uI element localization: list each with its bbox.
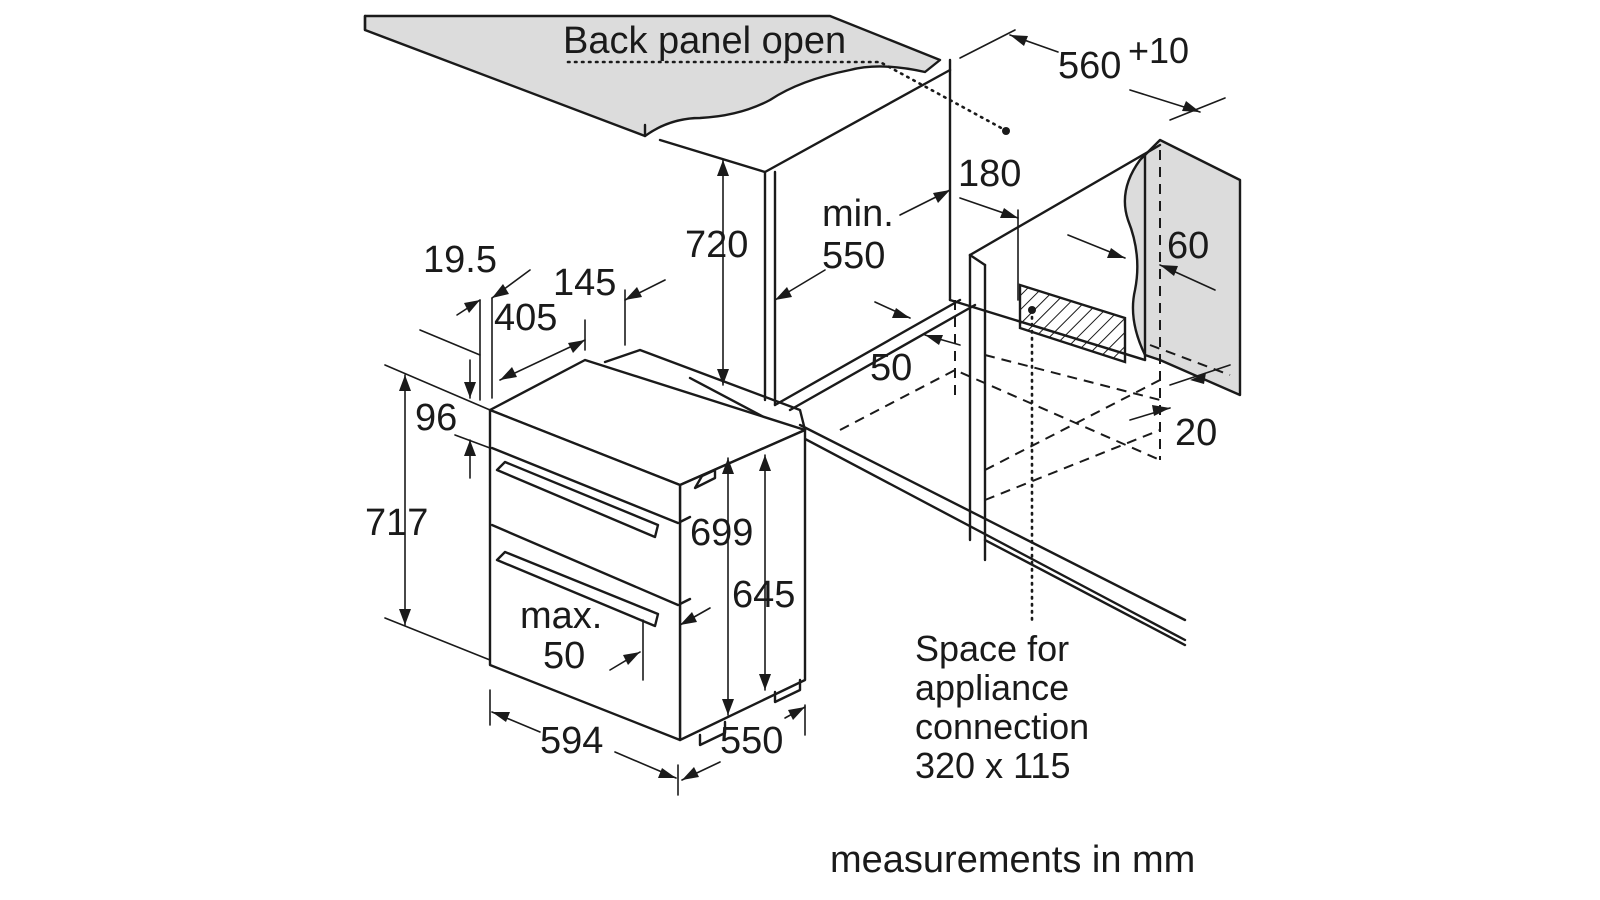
dim-50-bottom-label: 50: [870, 347, 912, 389]
dim-550-depth-label: 550: [720, 720, 783, 762]
side-wall-panel: [1123, 138, 1242, 397]
cabinet-niche: [658, 58, 1231, 647]
depth-180-label: 180: [958, 153, 1021, 195]
connection-note: Space for appliance connection 320 x 115: [915, 628, 1089, 786]
connection-line-2: appliance: [915, 667, 1069, 708]
connection-line-1: Space for: [915, 628, 1069, 669]
dimension-lines: [384, 29, 1231, 796]
min-label: min.: [822, 193, 894, 235]
appliance-connection-box: [1018, 283, 1127, 627]
dim-645-label: 645: [732, 574, 795, 616]
back-panel-label: Back panel open: [563, 20, 846, 62]
dim-20-label: 20: [1175, 412, 1217, 454]
dim-96-label: 96: [415, 397, 457, 439]
connection-line-4: 320 x 115: [915, 745, 1070, 786]
max-50-label: 50: [543, 635, 585, 677]
max-label: max.: [520, 595, 602, 637]
width-tolerance-label: +10: [1128, 30, 1189, 71]
oven-appliance: [488, 348, 807, 747]
dim-699-label: 699: [690, 512, 753, 554]
dimension-labels: Back panel open 560 +10 180 720 min. 550…: [365, 20, 1217, 762]
dim-60-label: 60: [1167, 225, 1209, 267]
dim-19-5-label: 19.5: [423, 239, 497, 281]
worktop: [363, 14, 942, 138]
dim-405-label: 405: [494, 297, 557, 339]
min-550-label: 550: [822, 235, 885, 277]
dim-145-label: 145: [553, 262, 616, 304]
width-560-label: 560: [1058, 45, 1121, 87]
measurements-footer: measurements in mm: [830, 839, 1195, 881]
dim-594-label: 594: [540, 720, 603, 762]
height-720-label: 720: [685, 224, 748, 266]
dim-717-label: 717: [365, 502, 428, 544]
connection-line-3: connection: [915, 706, 1089, 747]
